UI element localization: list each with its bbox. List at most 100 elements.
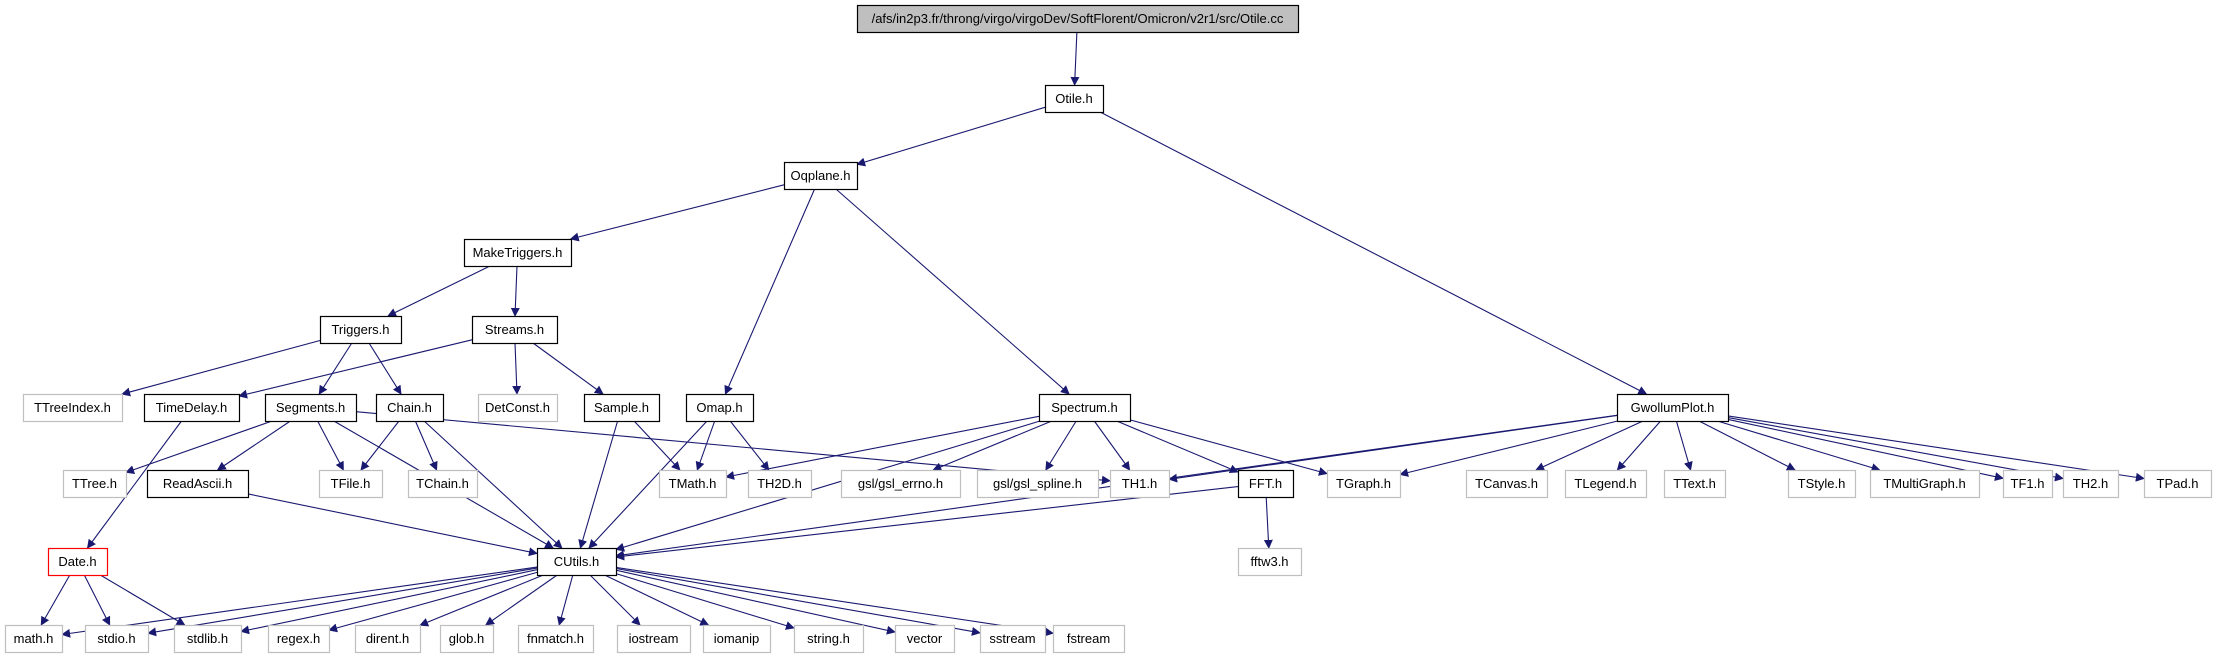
- node-box: [375, 393, 445, 423]
- edge-spectrum-to-gslspline: [1045, 420, 1077, 471]
- node-label: iostream: [629, 631, 679, 646]
- node-label: sstream: [989, 631, 1035, 646]
- node-date[interactable]: Date.h: [47, 547, 109, 577]
- node-box: [536, 547, 618, 577]
- node-omap[interactable]: Omap.h: [685, 393, 755, 423]
- node-box: [439, 624, 495, 654]
- node-spectrum[interactable]: Spectrum.h: [1038, 393, 1132, 423]
- node-sstream: sstream: [979, 624, 1047, 654]
- edge-cutils-to-stdlib: [240, 569, 538, 635]
- node-triggers[interactable]: Triggers.h: [319, 315, 403, 345]
- node-label: MakeTriggers.h: [473, 245, 563, 260]
- node-box: [1564, 469, 1648, 499]
- node-glob: glob.h: [439, 624, 495, 654]
- edge-fft-to-cutils: [615, 486, 1239, 561]
- edge-gwollum-to-tcanvas: [1535, 420, 1644, 471]
- node-box: [658, 469, 728, 499]
- node-label: TGraph.h: [1336, 476, 1391, 491]
- edge-maketriggers-to-streams: [510, 265, 520, 317]
- edge-spectrum-to-tgraph: [1129, 419, 1328, 476]
- node-label: FFT.h: [1249, 476, 1282, 491]
- node-otile[interactable]: Otile.h: [1044, 84, 1105, 114]
- edge-date-to-stdlib: [100, 574, 186, 626]
- node-gwollum[interactable]: GwollumPlot.h: [1616, 393, 1730, 423]
- node-chain[interactable]: Chain.h: [375, 393, 445, 423]
- node-box: [1326, 469, 1402, 499]
- node-th2: TH2.h: [2062, 469, 2120, 499]
- edge-gwollum-to-tf1: [1727, 418, 2004, 482]
- node-tmath: TMath.h: [658, 469, 728, 499]
- edge-omap-to-tmath: [695, 420, 716, 471]
- node-box: [2062, 469, 2120, 499]
- node-box: [318, 469, 384, 499]
- node-box: [477, 393, 559, 423]
- edge-date-to-math: [40, 574, 71, 626]
- node-box: [22, 393, 124, 423]
- node-label: TPad.h: [2157, 476, 2199, 491]
- node-label: fftw3.h: [1250, 554, 1288, 569]
- node-box: [1787, 469, 1857, 499]
- node-label: Sample.h: [594, 400, 649, 415]
- node-label: Omap.h: [696, 400, 742, 415]
- node-label: math.h: [14, 631, 54, 646]
- node-timedelay[interactable]: TimeDelay.h: [143, 393, 241, 423]
- node-label: TCanvas.h: [1475, 476, 1538, 491]
- edge-streams-to-timedelay: [238, 339, 473, 399]
- edge-gwollum-to-tstyle: [1698, 420, 1796, 471]
- node-oqplane[interactable]: Oqplane.h: [783, 161, 859, 191]
- node-label: vector: [907, 631, 943, 646]
- edge-cutils-to-iomanip: [604, 574, 710, 626]
- node-segments[interactable]: Segments.h: [264, 393, 358, 423]
- node-maketriggers[interactable]: MakeTriggers.h: [463, 238, 573, 268]
- node-box: [793, 624, 865, 654]
- node-box: [1616, 393, 1730, 423]
- edge-oqplane-to-omap: [724, 188, 816, 395]
- node-label: TH2.h: [2073, 476, 2108, 491]
- node-root[interactable]: /afs/in2p3.fr/throng/virgo/virgoDev/Soft…: [856, 4, 1300, 34]
- node-label: iomanip: [714, 631, 760, 646]
- node-fft[interactable]: FFT.h: [1237, 469, 1295, 499]
- node-cutils[interactable]: CUtils.h: [536, 547, 618, 577]
- node-label: Triggers.h: [331, 322, 389, 337]
- dependency-nodes: /afs/in2p3.fr/throng/virgo/virgoDev/Soft…: [4, 4, 2213, 654]
- node-box: [354, 624, 422, 654]
- node-gslspline: gsl/gsl_spline.h: [976, 469, 1100, 499]
- node-label: TMath.h: [669, 476, 717, 491]
- node-label: dirent.h: [366, 631, 409, 646]
- node-label: stdlib.h: [187, 631, 228, 646]
- node-label: Streams.h: [485, 322, 544, 337]
- node-dirent: dirent.h: [354, 624, 422, 654]
- node-label: TTree.h: [72, 476, 117, 491]
- node-box: [1237, 547, 1303, 577]
- edge-cutils-to-math: [61, 566, 538, 638]
- node-box: [979, 624, 1047, 654]
- node-label: fstream: [1067, 631, 1110, 646]
- node-label: string.h: [807, 631, 850, 646]
- node-label: Oqplane.h: [791, 168, 851, 183]
- node-streams[interactable]: Streams.h: [471, 315, 559, 345]
- node-box: [702, 624, 772, 654]
- edge-date-to-stdio: [83, 574, 111, 626]
- edge-timedelay-to-date: [86, 420, 182, 549]
- node-label: /afs/in2p3.fr/throng/virgo/virgoDev/Soft…: [872, 11, 1284, 26]
- node-box: [62, 469, 128, 499]
- node-box: [1038, 393, 1132, 423]
- edge-sample-to-tmath: [633, 420, 681, 471]
- node-tmultigraph: TMultiGraph.h: [1869, 469, 1981, 499]
- edge-gwollum-to-ttext: [1675, 420, 1693, 471]
- node-readascii[interactable]: ReadAscii.h: [146, 469, 250, 499]
- node-box: [47, 547, 109, 577]
- node-string: string.h: [793, 624, 865, 654]
- node-label: Otile.h: [1055, 91, 1093, 106]
- node-label: ReadAscii.h: [163, 476, 232, 491]
- node-th1: TH1.h: [1109, 469, 1171, 499]
- edge-streams-to-sample: [532, 342, 604, 395]
- edge-cutils-to-fstream: [615, 566, 1054, 637]
- node-box: [685, 393, 755, 423]
- edge-omap-to-cutils: [588, 420, 708, 549]
- node-sample[interactable]: Sample.h: [583, 393, 661, 423]
- node-label: TH1.h: [1122, 476, 1157, 491]
- node-box: [143, 393, 241, 423]
- node-box: [1465, 469, 1549, 499]
